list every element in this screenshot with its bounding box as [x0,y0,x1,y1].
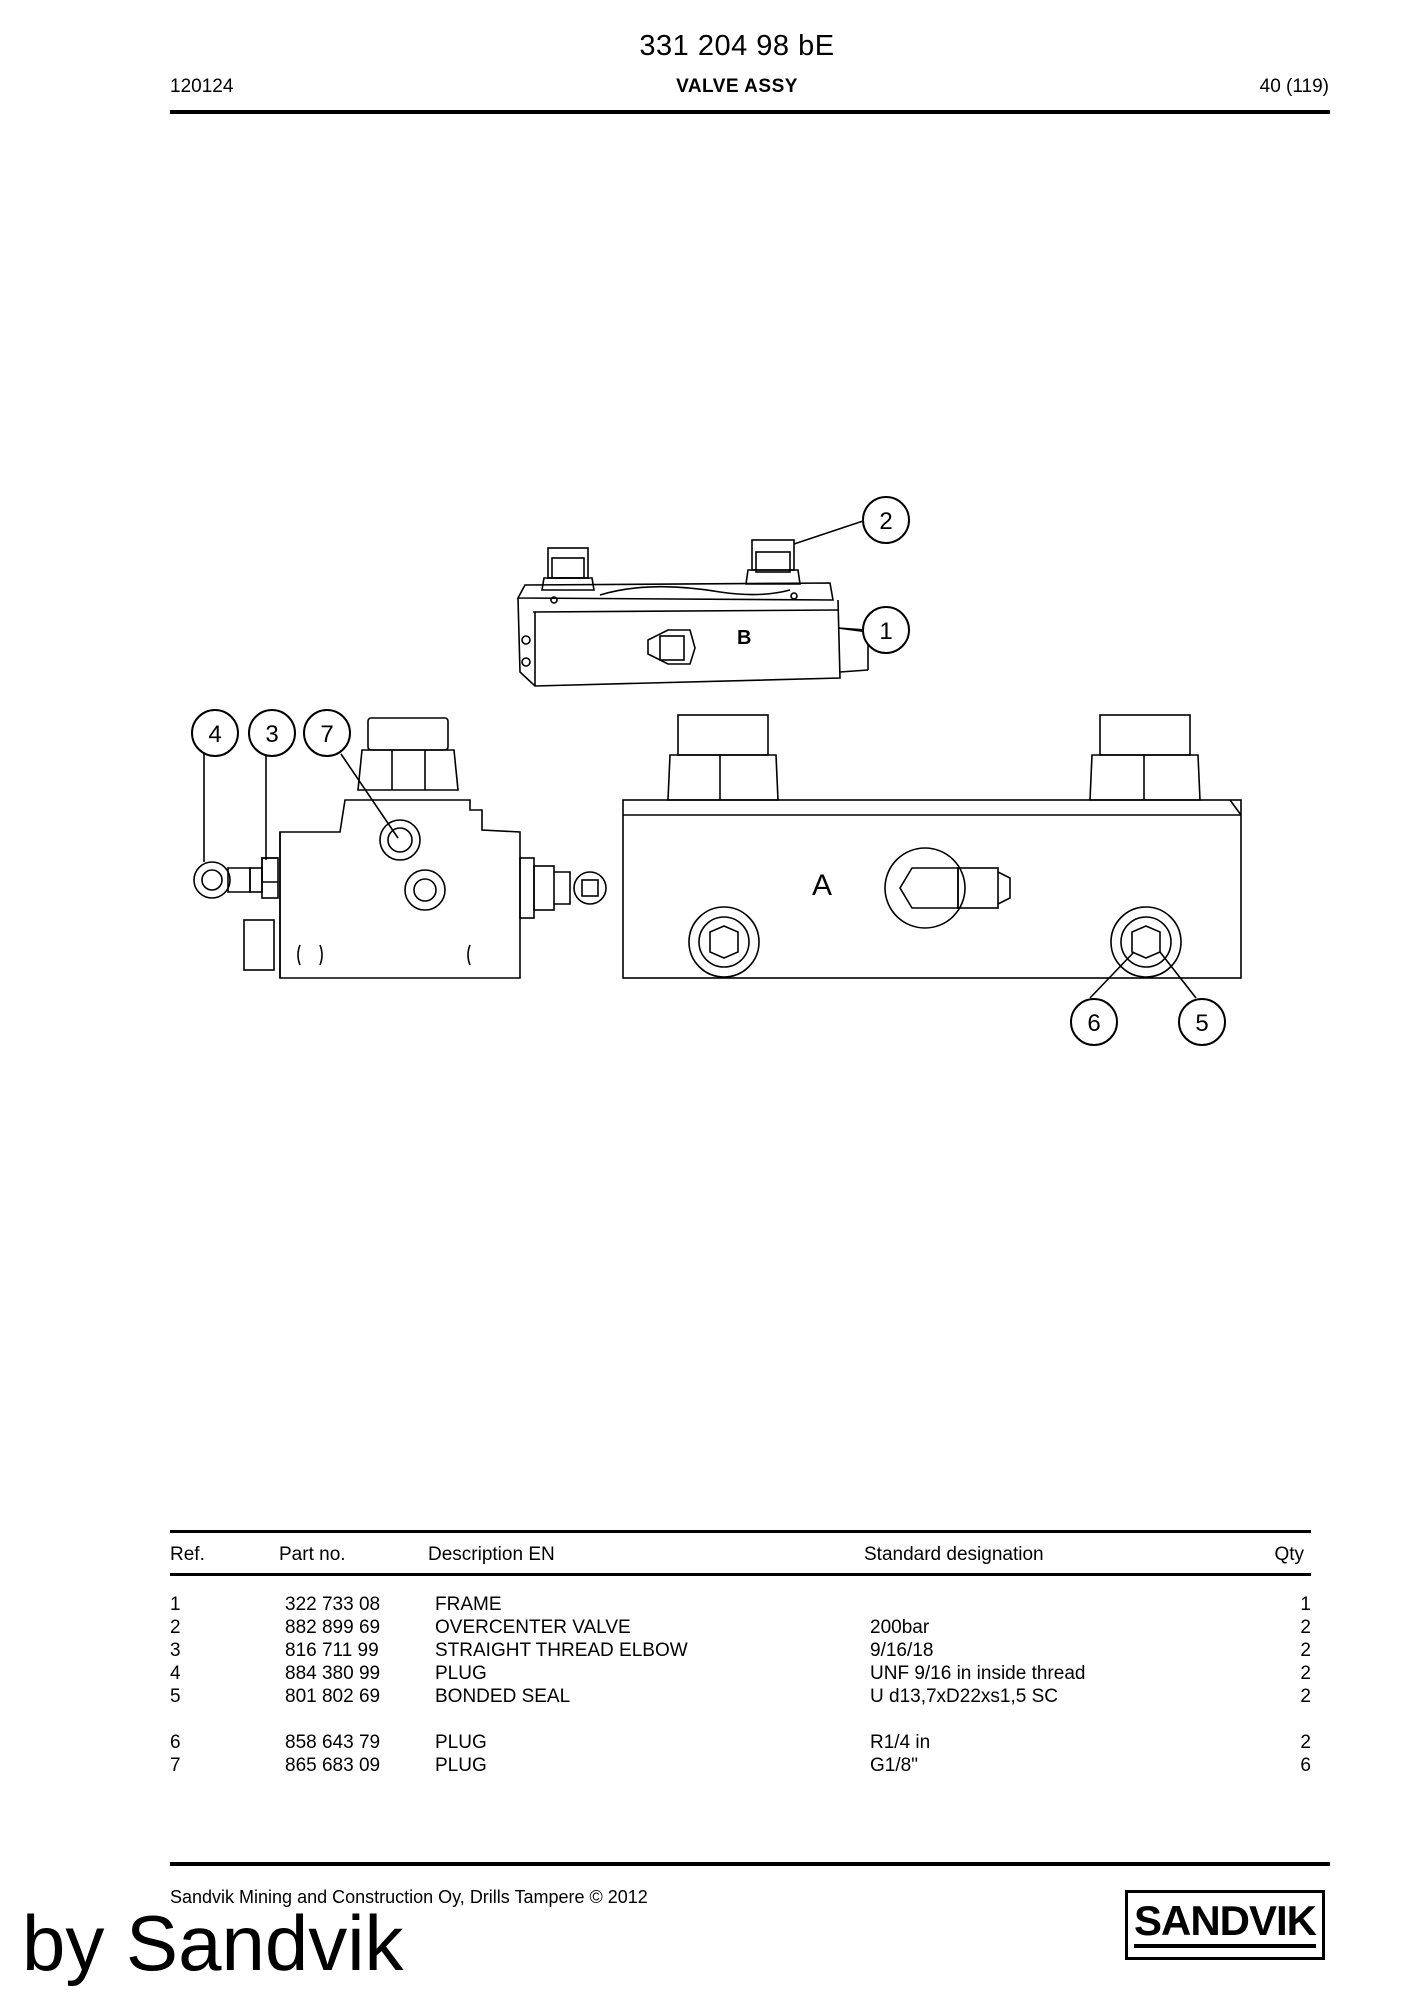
side-valve-block [193,717,607,979]
table-row-description: PLUG [435,1732,487,1753]
table-row-ref: 7 [170,1755,181,1776]
table-header-qty: Qty [1274,1544,1304,1565]
table-row-part: 322 733 08 [285,1594,381,1615]
table-row-part: 816 711 99 [285,1640,379,1661]
page-number: 40 (119) [1259,76,1329,97]
letter-a-label: A [812,869,832,902]
table-header-rule [170,1573,1311,1576]
header-rule [170,110,1330,114]
table-row-qty: 1 [1300,1594,1311,1615]
table-header-part: Part no. [279,1544,346,1565]
table-row-ref: 1 [170,1594,181,1615]
svg-text:2: 2 [879,508,892,535]
document-date: 120124 [170,76,234,97]
table-row-part: 858 643 79 [285,1732,381,1753]
table-row-description: BONDED SEAL [435,1686,571,1707]
svg-text:3: 3 [265,721,278,748]
callout-3: 3 [248,709,296,757]
table-row-qty: 2 [1300,1686,1311,1707]
table-row-standard: 200bar [870,1617,930,1638]
table-top-rule [170,1530,1311,1533]
table-row-description: STRAIGHT THREAD ELBOW [435,1640,688,1661]
watermark-text: by Sandvik [22,1899,404,1987]
footer-company: Sandvik Mining and Construction Oy, Dril… [170,1887,648,1907]
svg-text:5: 5 [1195,1010,1208,1037]
table-row-part: 865 683 09 [285,1755,381,1776]
table-row-qty: 6 [1300,1755,1311,1776]
table-row-part: 801 802 69 [285,1686,381,1707]
document-number: 331 204 98 bE [639,30,835,62]
upper-valve-block [516,539,869,687]
svg-text:6: 6 [1087,1010,1100,1037]
table-row-ref: 5 [170,1686,181,1707]
table-row-description: OVERCENTER VALVE [435,1617,631,1638]
callout-6: 6 [1070,998,1118,1046]
document-title: VALVE ASSY [676,76,798,97]
table-row-standard: U d13,7xD22xs1,5 SC [870,1686,1058,1707]
front-valve-block [622,714,1242,979]
callout-5: 5 [1178,998,1226,1046]
table-row-description: FRAME [435,1594,502,1615]
table-row-ref: 3 [170,1640,181,1661]
table-row-standard: 9/16/18 [870,1640,934,1661]
table-row-standard: R1/4 in [870,1732,931,1753]
sandvik-logo: SANDVIK [1125,1890,1325,1960]
table-header-standard: Standard designation [864,1544,1044,1565]
letter-b-label: B [737,627,751,649]
table-row-ref: 6 [170,1732,181,1753]
table-row-standard: UNF 9/16 in inside thread [870,1663,1086,1684]
valve-assembly-drawing: B A 2 1 4 3 7 6 5 [191,496,1242,1046]
table-row-standard: G1/8" [870,1755,918,1776]
svg-text:7: 7 [320,721,333,748]
logo-text: SANDVIK [1133,1897,1317,1944]
footer-rule [170,1862,1330,1866]
table-row-description: PLUG [435,1755,487,1776]
table-row-part: 884 380 99 [285,1663,381,1684]
table-row-qty: 2 [1300,1663,1311,1684]
table-row-ref: 4 [170,1663,181,1684]
table-header-ref: Ref. [170,1544,205,1565]
svg-text:1: 1 [879,618,892,645]
table-row-qty: 2 [1300,1640,1311,1661]
table-row-description: PLUG [435,1663,487,1684]
svg-text:4: 4 [208,721,221,748]
table-row-qty: 2 [1300,1732,1311,1753]
callout-4: 4 [191,709,239,757]
table-header-description: Description EN [428,1544,555,1565]
table-row-part: 882 899 69 [285,1617,381,1638]
logo-underline [1134,1944,1316,1948]
callout-1: 1 [862,606,910,654]
callout-7: 7 [303,709,351,757]
callout-2: 2 [862,496,910,544]
table-row-qty: 2 [1300,1617,1311,1638]
table-row-ref: 2 [170,1617,181,1638]
